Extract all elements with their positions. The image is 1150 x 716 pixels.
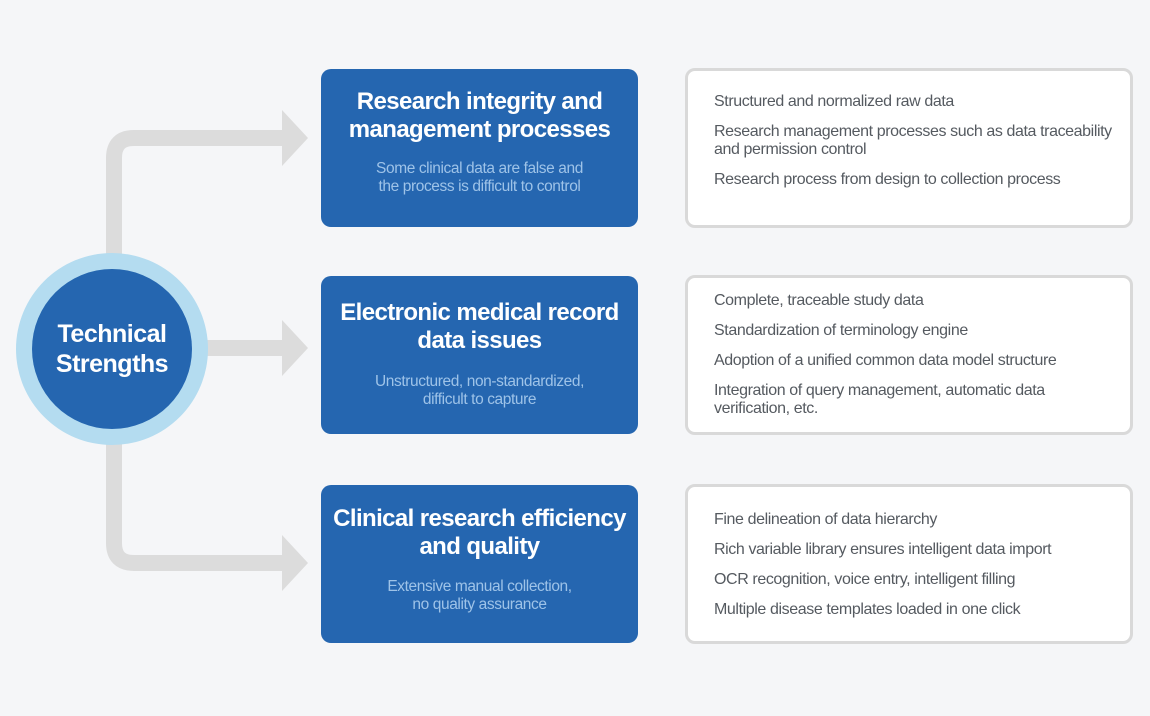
solution-point: Fine delineation of data hierarchy bbox=[714, 511, 937, 528]
solution-point: Rich variable library ensures intelligen… bbox=[714, 541, 1052, 558]
connector-bottom bbox=[106, 440, 284, 571]
arrowhead-middle bbox=[282, 320, 308, 376]
solution-panel-research-integrity: Structured and normalized raw data Resea… bbox=[685, 68, 1133, 228]
challenge-card-emr-data: Electronic medical record data issues Un… bbox=[321, 276, 638, 434]
solution-point: Integration of query management, automat… bbox=[714, 382, 1045, 417]
challenge-subtitle: Unstructured, non-standardized, difficul… bbox=[374, 373, 585, 408]
connector-top bbox=[106, 130, 284, 258]
challenge-title: Clinical research efficiency and quality bbox=[333, 505, 626, 560]
solution-panel-emr-data: Complete, traceable study data Standardi… bbox=[685, 275, 1133, 435]
solution-list: Complete, traceable study data Standardi… bbox=[714, 292, 1120, 418]
challenge-subtitle: Some clinical data are false and the pro… bbox=[376, 160, 583, 195]
solution-point: Complete, traceable study data bbox=[714, 292, 924, 309]
solution-point: Research process from design to collecti… bbox=[714, 171, 1061, 188]
solution-list: Fine delineation of data hierarchy Rich … bbox=[714, 511, 1120, 619]
arrowhead-bottom bbox=[282, 535, 308, 591]
arrowhead-top bbox=[282, 110, 308, 166]
challenge-title: Research integrity and management proces… bbox=[348, 88, 611, 143]
solution-panel-efficiency-quality: Fine delineation of data hierarchy Rich … bbox=[685, 484, 1133, 644]
solution-point: OCR recognition, voice entry, intelligen… bbox=[714, 571, 1016, 588]
challenge-subtitle: Extensive manual collection, no quality … bbox=[387, 578, 572, 613]
technical-strengths-hub: Technical Strengths bbox=[32, 269, 192, 429]
challenge-title: Electronic medical record data issues bbox=[340, 299, 619, 354]
challenge-card-efficiency-quality: Clinical research efficiency and quality… bbox=[321, 485, 638, 643]
solution-point: Adoption of a unified common data model … bbox=[714, 352, 1057, 369]
solution-point: Structured and normalized raw data bbox=[714, 93, 954, 110]
solution-list: Structured and normalized raw data Resea… bbox=[714, 93, 1120, 189]
hub-label: Technical Strengths bbox=[55, 320, 169, 378]
solution-point: Research management processes such as da… bbox=[714, 123, 1112, 158]
solution-point: Standardization of terminology engine bbox=[714, 322, 968, 339]
challenge-card-research-integrity: Research integrity and management proces… bbox=[321, 69, 638, 227]
solution-point: Multiple disease templates loaded in one… bbox=[714, 601, 1021, 618]
